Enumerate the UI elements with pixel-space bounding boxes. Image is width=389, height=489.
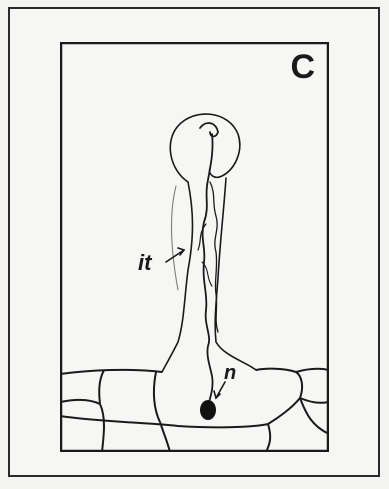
nucleus-label: n bbox=[224, 363, 236, 383]
panel-border bbox=[61, 43, 328, 451]
infection-thread-label: it bbox=[138, 252, 151, 274]
root-hair-drawing bbox=[60, 42, 329, 452]
panel-letter: C bbox=[290, 50, 315, 84]
epidermal-cells bbox=[60, 369, 329, 452]
figure-panel: C it n bbox=[60, 42, 329, 452]
nucleus-shape bbox=[200, 400, 216, 420]
infection-thread bbox=[198, 123, 218, 406]
